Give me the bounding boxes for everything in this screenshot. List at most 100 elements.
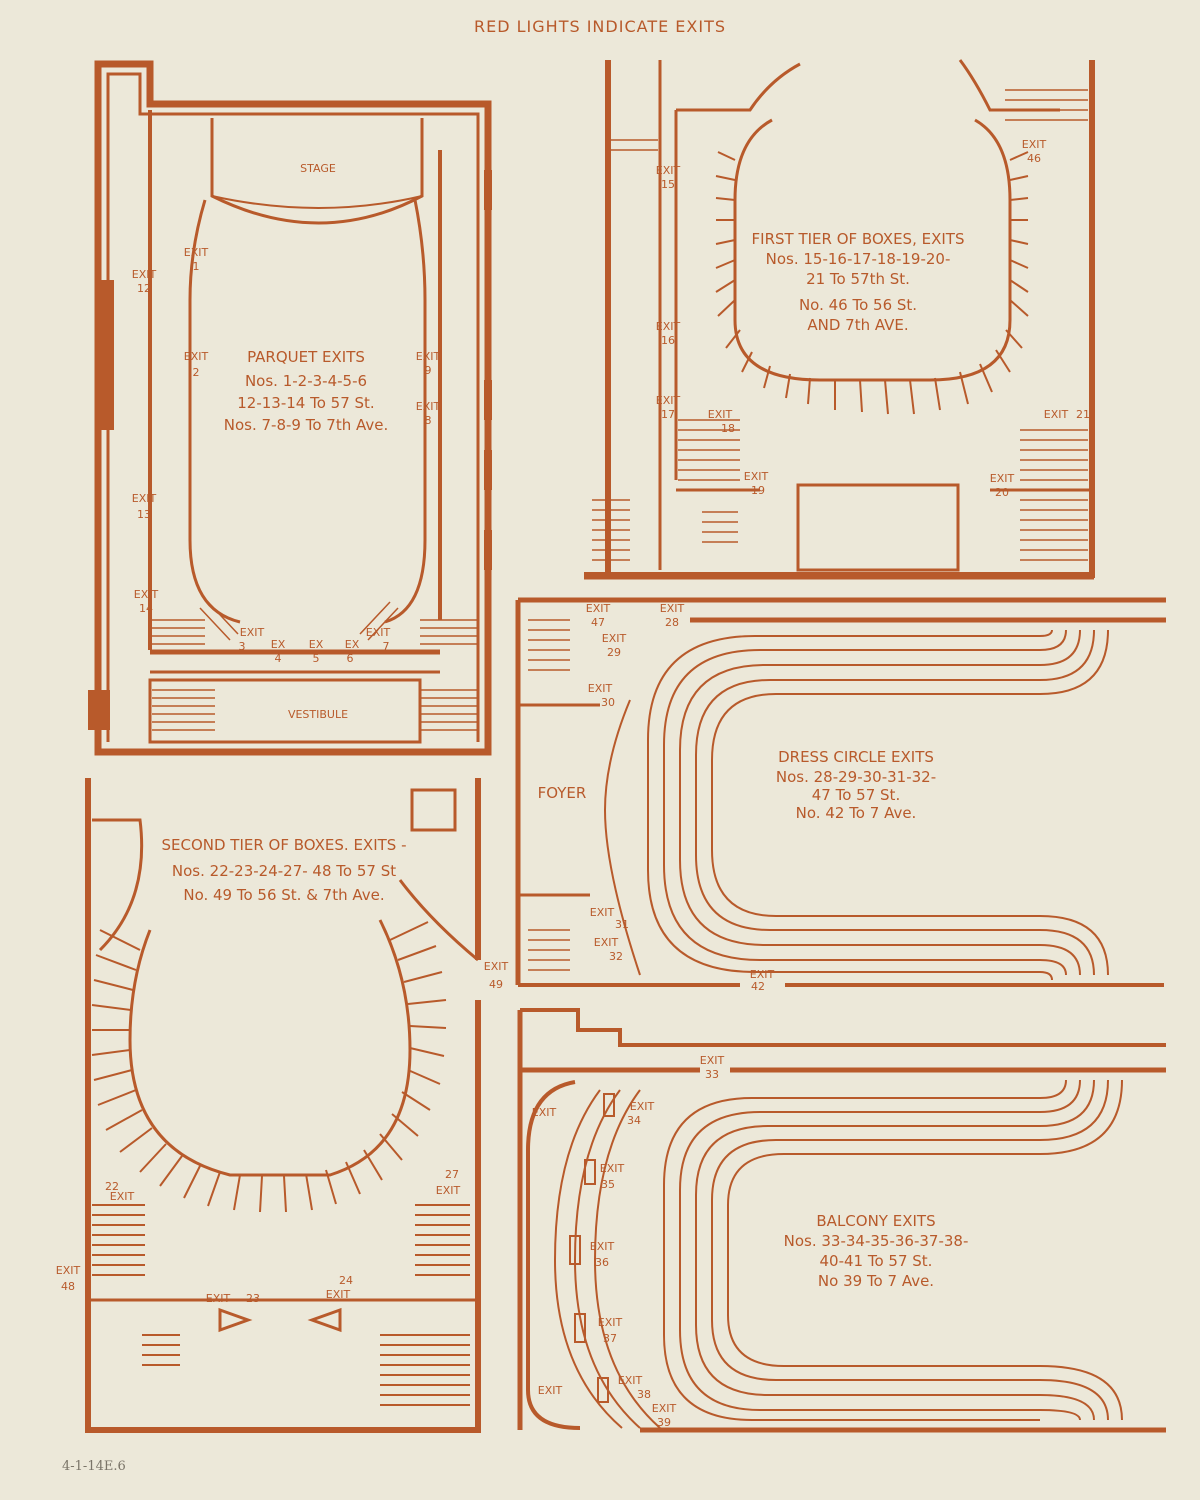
- dress-circle-seat-rows: [603, 629, 1109, 981]
- exit-number: 3: [239, 640, 246, 653]
- exit-number: 39: [657, 1416, 671, 1429]
- first-tier-line: AND 7th AVE.: [807, 316, 908, 334]
- exit-number: 19: [751, 484, 765, 497]
- exit-number: 35: [601, 1178, 615, 1191]
- exit-label: EX: [309, 638, 324, 651]
- exit-number: 20: [995, 486, 1009, 499]
- exit-label: EXIT: [538, 1384, 563, 1397]
- parquet-line: Nos. 7-8-9 To 7th Ave.: [224, 416, 389, 434]
- exit-label: EXIT: [56, 1264, 81, 1277]
- exit-number: 48: [61, 1280, 75, 1293]
- exit-label: EXIT: [416, 400, 441, 413]
- exit-label: EXIT: [206, 1292, 231, 1305]
- exit-number: 36: [595, 1256, 609, 1269]
- exit-number: 46: [1027, 152, 1041, 165]
- exit-number: 8: [425, 414, 432, 427]
- exit-number: 37: [603, 1332, 617, 1345]
- parquet-line: 12-13-14 To 57 St.: [237, 394, 374, 412]
- exit-number: 9: [425, 364, 432, 377]
- exit-number: 32: [609, 950, 623, 963]
- exit-label: EXIT: [326, 1288, 351, 1301]
- exit-label: EXIT: [700, 1054, 725, 1067]
- exit-number: 16: [661, 334, 675, 347]
- exit-label: EXIT: [184, 350, 209, 363]
- exit-label: EXIT: [656, 164, 681, 177]
- dress-circle-labels: FOYER DRESS CIRCLE EXITS Nos. 28-29-30-3…: [538, 602, 936, 993]
- exit-label: EXIT: [656, 320, 681, 333]
- first-tier-labels: FIRST TIER OF BOXES, EXITS Nos. 15-16-17…: [656, 138, 1090, 499]
- exit-number: 22: [105, 1180, 119, 1193]
- exit-label: EXIT: [586, 602, 611, 615]
- exit-number: 5: [313, 652, 320, 665]
- stage-label: STAGE: [300, 162, 336, 175]
- parquet-plan: [88, 60, 492, 756]
- dress-circle-line: Nos. 28-29-30-31-32-: [776, 768, 936, 786]
- exit-label: EXIT: [484, 960, 509, 973]
- exit-number: 28: [665, 616, 679, 629]
- header-title: RED LIGHTS INDICATE EXITS: [474, 17, 726, 36]
- dress-circle-line: No. 42 To 7 Ave.: [796, 804, 917, 822]
- exit-label: EXIT: [240, 626, 265, 639]
- exit-label: EXIT: [598, 1316, 623, 1329]
- exit-number: 24: [339, 1274, 353, 1287]
- exit-number: 49: [489, 978, 503, 991]
- exit-label: EXIT: [110, 1190, 135, 1203]
- exit-number: 2: [193, 366, 200, 379]
- exit-number: 38: [637, 1388, 651, 1401]
- exit-label: EXIT: [436, 1184, 461, 1197]
- exit-number: 33: [705, 1068, 719, 1081]
- exit-number: 14: [139, 602, 153, 615]
- exit-label: EXIT: [602, 632, 627, 645]
- exit-label: EX: [345, 638, 360, 651]
- exit-number: 47: [591, 616, 605, 629]
- exit-label: EXIT: [590, 906, 615, 919]
- second-tier-line: Nos. 22-23-24-27- 48 To 57 St: [172, 862, 396, 880]
- exit-number: 34: [627, 1114, 641, 1127]
- exit-number: 4: [275, 652, 282, 665]
- first-tier-line: 21 To 57th St.: [806, 270, 910, 288]
- handwritten-note: 4-1-14E.6: [62, 1459, 126, 1474]
- first-tier-title: FIRST TIER OF BOXES, EXITS: [752, 230, 965, 248]
- exit-label: EXIT: [594, 936, 619, 949]
- exit-number: 1: [193, 260, 200, 273]
- second-tier-title: SECOND TIER OF BOXES. EXITS -: [161, 836, 406, 854]
- exit-number: 13: [137, 508, 151, 521]
- balcony-line: Nos. 33-34-35-36-37-38-: [784, 1232, 969, 1250]
- second-tier-plan: [85, 778, 481, 1433]
- exit-label: EXIT: [132, 268, 157, 281]
- balcony-seat-rows: [553, 1079, 1123, 1429]
- exit-number: 17: [661, 408, 675, 421]
- exit-label: EXIT: [600, 1162, 625, 1175]
- parquet-line: Nos. 1-2-3-4-5-6: [245, 372, 367, 390]
- balcony-plan: [517, 1008, 1166, 1433]
- exit-label: EXIT: [590, 1240, 615, 1253]
- exit-label: EXIT: [532, 1106, 557, 1119]
- first-tier-line: No. 46 To 56 St.: [799, 296, 917, 314]
- exit-label: EX: [271, 638, 286, 651]
- exit-label: EXIT: [652, 1402, 677, 1415]
- exit-number: 7: [383, 640, 390, 653]
- dress-circle-line: 47 To 57 St.: [812, 786, 900, 804]
- exit-number: 30: [601, 696, 615, 709]
- exit-number: 31: [615, 918, 629, 931]
- exit-number: 12: [137, 282, 151, 295]
- exit-label: EXIT: [134, 588, 159, 601]
- second-tier-labels: SECOND TIER OF BOXES. EXITS - Nos. 22-23…: [56, 836, 509, 1305]
- dress-circle-title: DRESS CIRCLE EXITS: [778, 748, 934, 766]
- exit-label: EXIT: [184, 246, 209, 259]
- exit-number: 23: [246, 1292, 260, 1305]
- exit-number: 18: [721, 422, 735, 435]
- second-tier-line: No. 49 To 56 St. & 7th Ave.: [183, 886, 384, 904]
- exit-number: 42: [751, 980, 765, 993]
- balcony-title: BALCONY EXITS: [816, 1212, 935, 1230]
- foyer-label: FOYER: [538, 784, 587, 802]
- first-tier-box-partitions: [715, 151, 1029, 415]
- exit-label: EXIT: [618, 1374, 643, 1387]
- first-tier-plan: [584, 59, 1095, 580]
- exit-number: 6: [347, 652, 354, 665]
- exit-label: EXIT: [990, 472, 1015, 485]
- exit-label: EXIT: [1044, 408, 1069, 421]
- balcony-labels: BALCONY EXITS Nos. 33-34-35-36-37-38- 40…: [532, 1054, 969, 1429]
- exit-label: EXIT: [416, 350, 441, 363]
